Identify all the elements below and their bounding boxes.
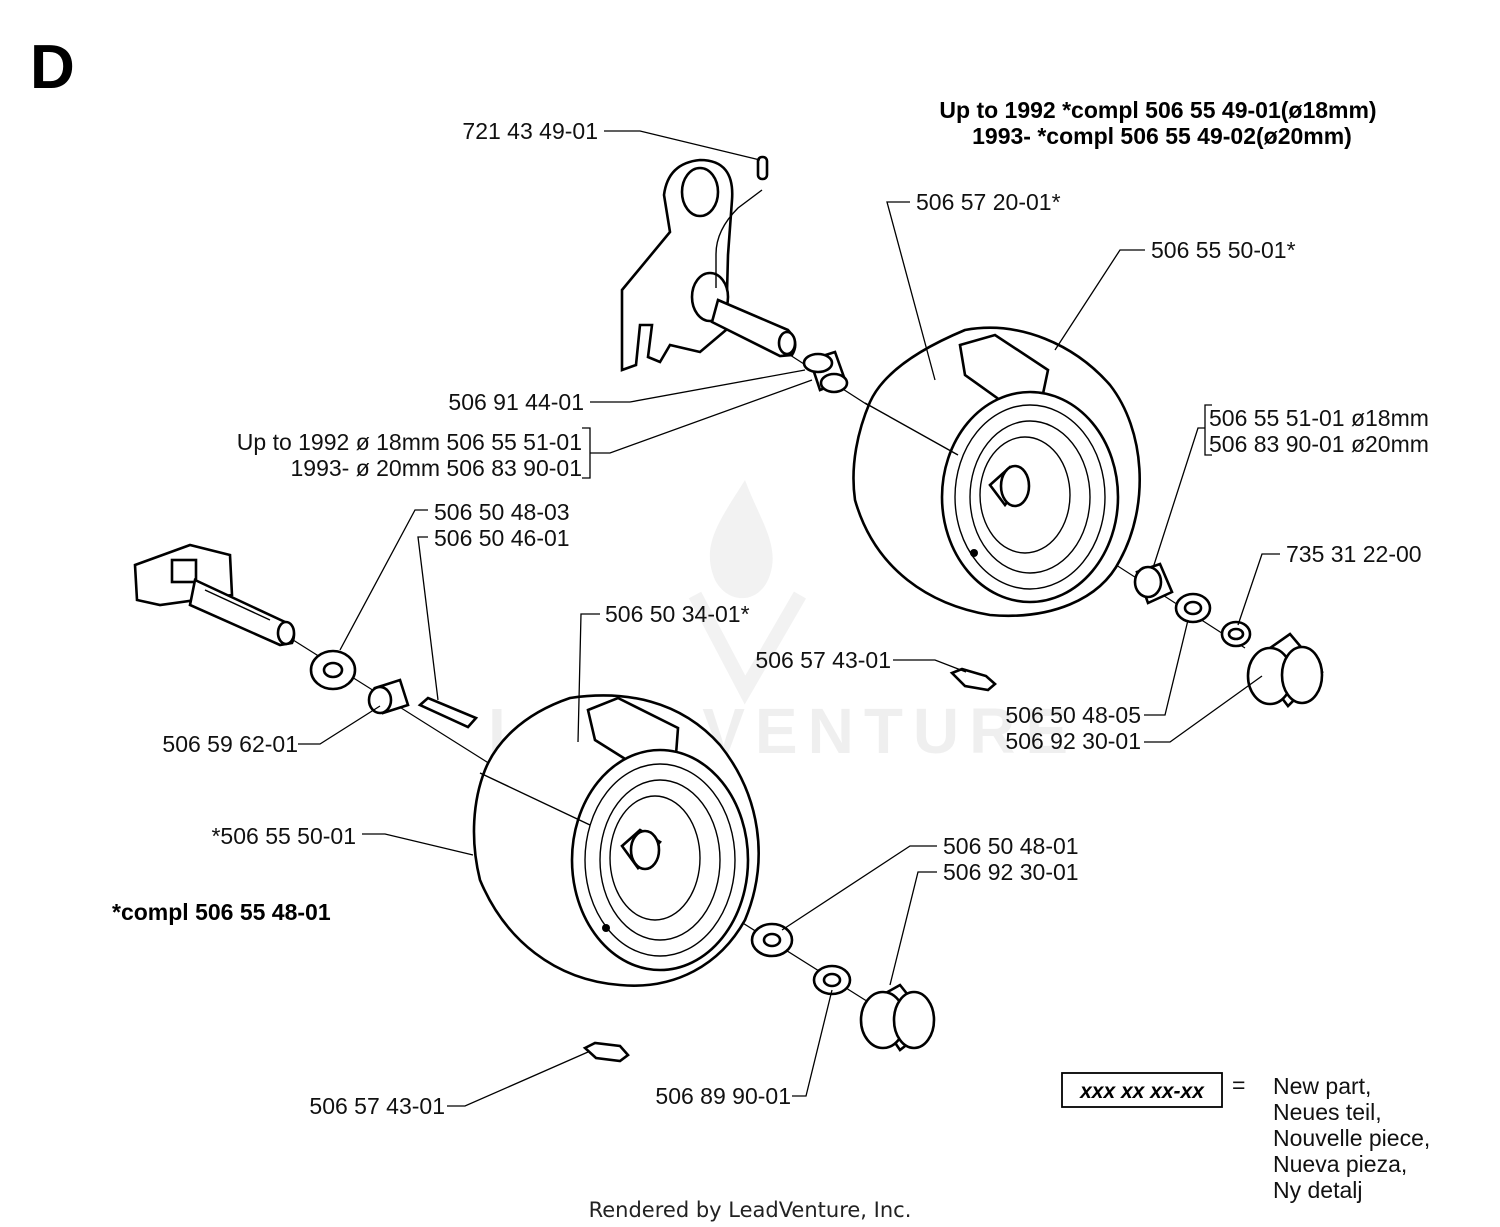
upper-valve (949, 549, 997, 692)
callout-label: 721 43 49-01 (462, 118, 598, 144)
legend-meaning: New part, (1273, 1073, 1371, 1099)
callout-label: 506 83 90-01 ø20mm (1209, 431, 1429, 457)
callout-label: 1993- ø 20mm 506 83 90-01 (290, 455, 582, 481)
lower-bushing (367, 678, 410, 715)
axle-bracket (620, 155, 797, 372)
lower-clip (812, 964, 852, 996)
callout-label: 506 50 48-03 (434, 499, 570, 525)
callout-label: 506 50 34-01* (605, 601, 750, 627)
legend-equals: = (1232, 1072, 1245, 1098)
upper-hub-cap (1246, 632, 1324, 708)
footer-credit: Rendered by LeadVenture, Inc. (589, 1198, 912, 1222)
legend: xxx xx xx-xx = New part, Neues teil, Nou… (1061, 1072, 1430, 1203)
lower-wheel (472, 694, 760, 987)
legend-meaning: Neues teil, (1273, 1099, 1382, 1125)
callout-label: *506 55 50-01 (211, 823, 356, 849)
legend-key: xxx xx xx-xx (1079, 1080, 1205, 1103)
callout-label: 506 92 30-01 (1005, 728, 1141, 754)
lower-washer-inner (309, 649, 357, 691)
header-note-1: Up to 1992 *compl 506 55 49-01(ø18mm) (939, 97, 1376, 123)
callout-label: 506 50 46-01 (434, 525, 570, 551)
callout-label: 506 57 43-01 (309, 1093, 445, 1119)
upper-clip (1220, 620, 1252, 648)
callout-label: Up to 1992 ø 18mm 506 55 51-01 (237, 429, 582, 455)
legend-meaning: Nueva pieza, (1273, 1151, 1407, 1177)
lower-valve (582, 924, 630, 1063)
lower-shaft (133, 543, 296, 647)
callout-label: 506 55 50-01* (1151, 237, 1296, 263)
legend-meaning: Ny detalj (1273, 1177, 1362, 1203)
callout-label: 506 57 43-01 (755, 647, 891, 673)
callout-label: 506 50 48-05 (1005, 702, 1141, 728)
lower-washer-outer (750, 922, 794, 958)
section-letter: D (30, 33, 75, 102)
upper-washer (1174, 592, 1212, 624)
callout-label: 506 91 44-01 (448, 389, 584, 415)
legend-meaning: Nouvelle piece, (1273, 1125, 1430, 1151)
leader-lines (298, 130, 1280, 1107)
upper-wheel (852, 326, 1141, 618)
callout-label: 506 89 90-01 (655, 1083, 791, 1109)
key (417, 696, 479, 729)
header-note-2: 1993- *compl 506 55 49-02(ø20mm) (972, 123, 1352, 149)
upper-bushing (802, 350, 849, 394)
callout-label: 506 55 51-01 ø18mm (1209, 405, 1429, 431)
lower-hub-cap (859, 983, 936, 1052)
legend-key-box (1061, 1072, 1223, 1108)
callout-label: 506 50 48-01 (943, 833, 1079, 859)
callout-label: 506 59 62-01 (162, 731, 298, 757)
kit-note: *compl 506 55 48-01 (112, 899, 331, 925)
callout-label: 506 57 20-01* (916, 189, 1061, 215)
callout-label: 735 31 22-00 (1286, 541, 1422, 567)
upper-spacer (1133, 562, 1174, 605)
callout-label: 506 92 30-01 (943, 859, 1079, 885)
